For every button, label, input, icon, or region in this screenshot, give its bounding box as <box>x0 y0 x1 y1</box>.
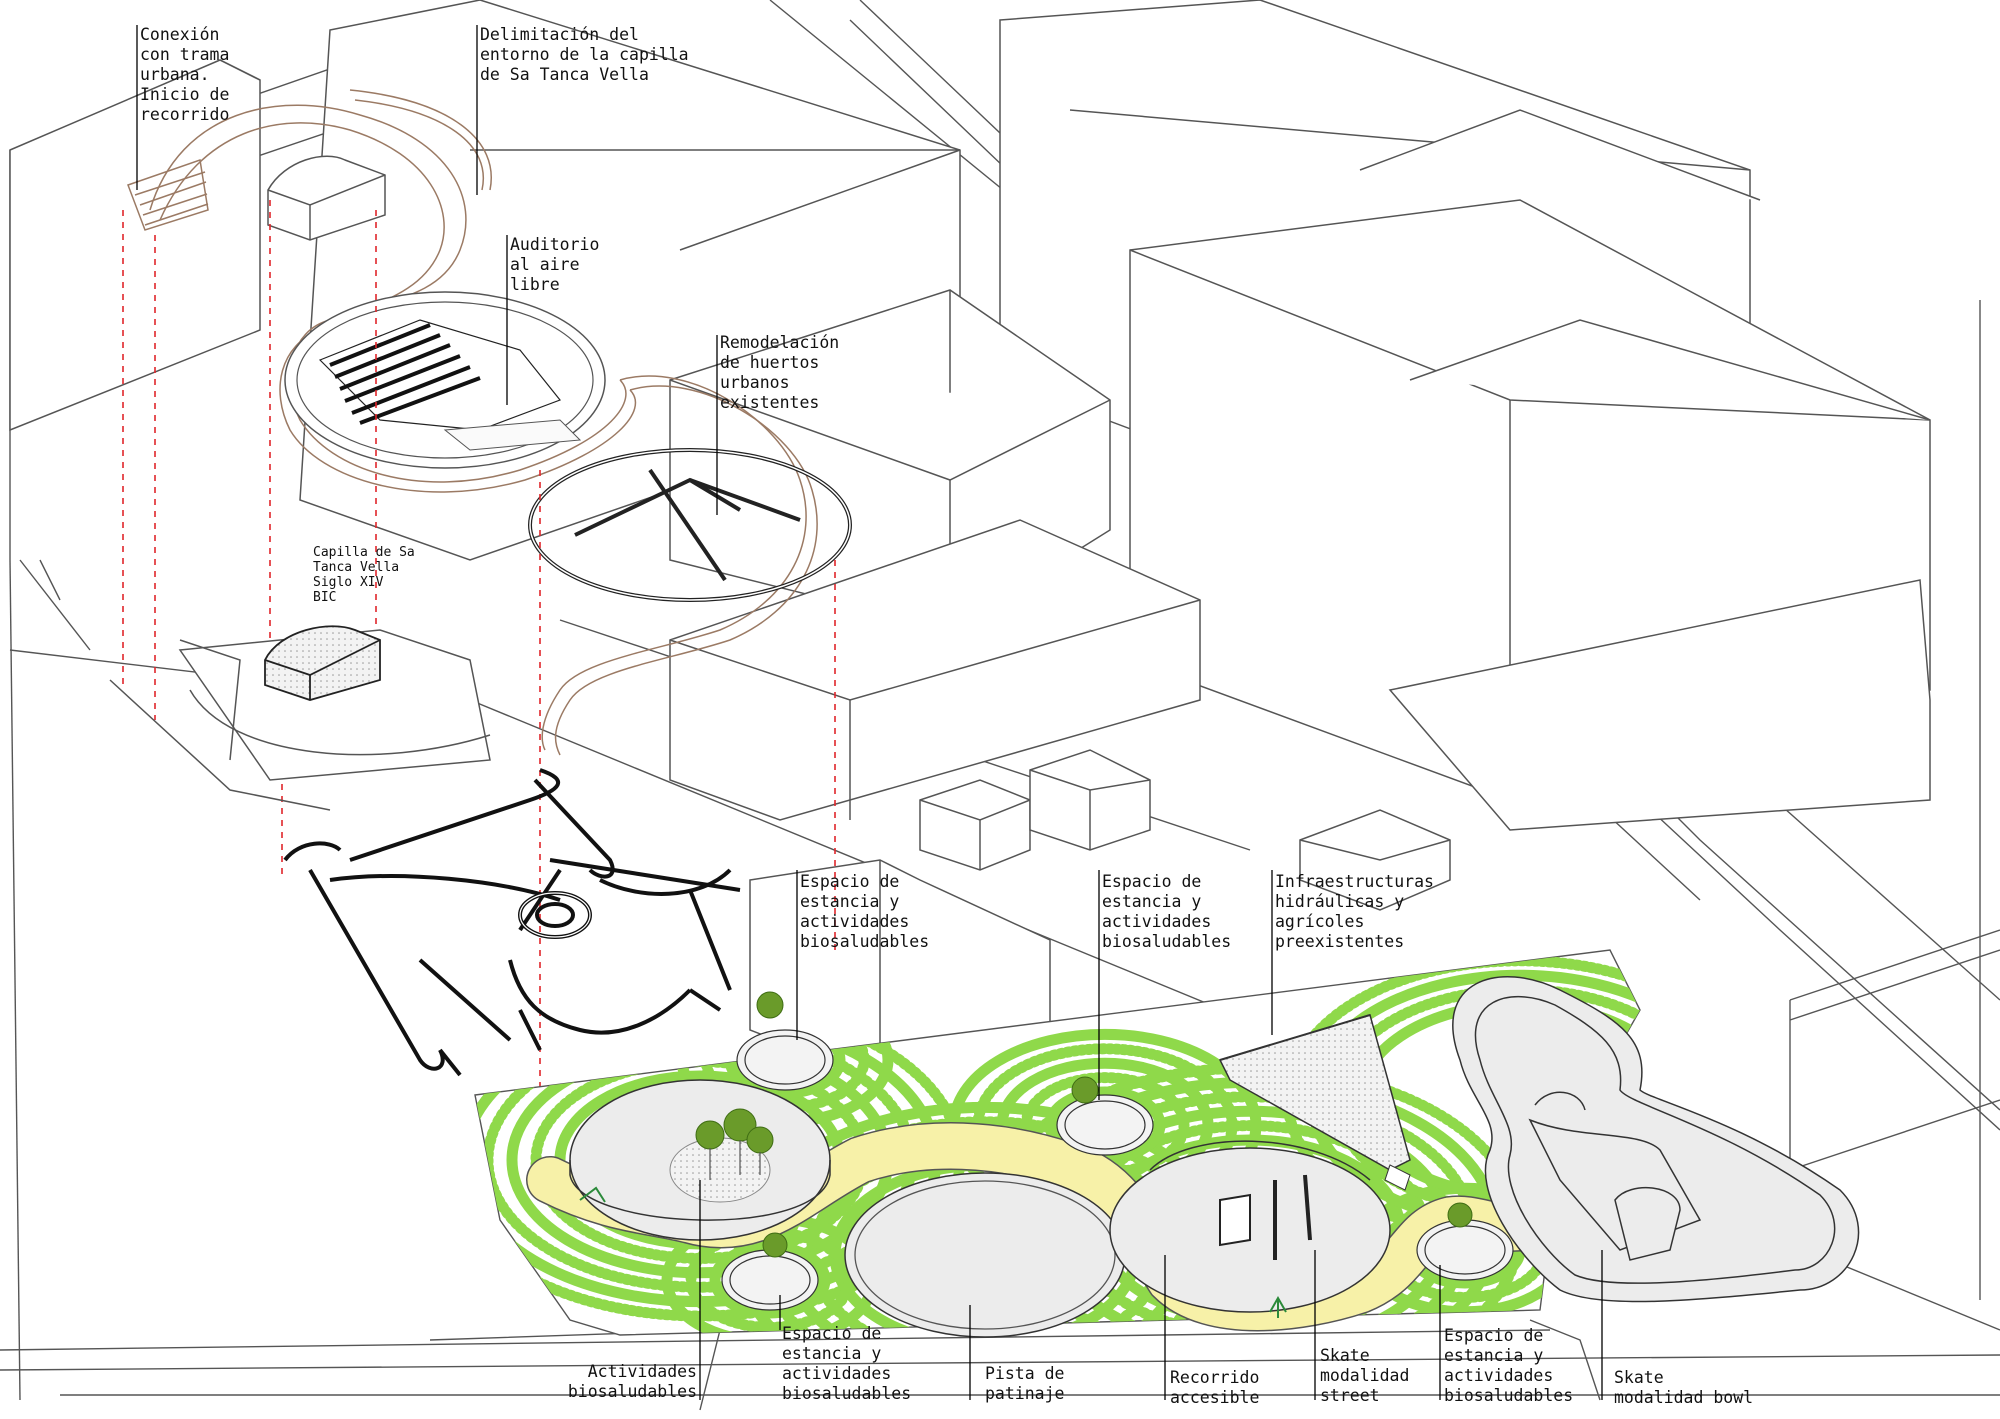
estancia-rings <box>721 1029 1514 1311</box>
label-espacio-4: Espacio de estancia y actividades biosal… <box>1444 1326 1574 1405</box>
label-pista: Pista de patinaje <box>985 1364 1065 1403</box>
label-espacio-3: Espacio de estancia y actividades biosal… <box>782 1324 912 1403</box>
trees <box>695 991 1473 1258</box>
label-skate-street: Skate modalidad street <box>1320 1346 1410 1405</box>
chapel-ground <box>109 629 491 811</box>
huertos-flower-plan <box>283 768 741 1077</box>
label-espacio-1: Espacio de estancia y actividades biosal… <box>800 872 930 951</box>
label-actividades: Actividades biosaludables <box>567 1362 697 1401</box>
chapel-elevated <box>267 155 386 241</box>
label-auditorio: Auditorio al aire libre <box>510 235 600 294</box>
label-conexion: Conexión con trama urbana. Inicio de rec… <box>140 25 230 124</box>
entry-stairs <box>127 158 209 231</box>
label-infraestructuras: Infraestructuras hidráulicas y agrícoles… <box>1275 872 1434 951</box>
label-remodelacion: Remodelación de huertos urbanos existent… <box>720 333 840 412</box>
label-espacio-2: Espacio de estancia y actividades biosal… <box>1102 872 1232 951</box>
chapel-building <box>264 625 381 701</box>
auditorium-oval <box>284 291 606 469</box>
label-capilla: Capilla de Sa Tanca Vella Siglo XIV BIC <box>313 545 415 605</box>
skate-bowl <box>1452 976 1860 1303</box>
label-delimitacion: Delimitación del entorno de la capilla d… <box>480 25 689 84</box>
infraestructura-hidraulica <box>1218 1014 1411 1191</box>
elevated-ribbon-path <box>149 89 818 756</box>
label-recorrido: Recorrido accesible <box>1170 1368 1260 1407</box>
label-skate-bowl: Skate modalidad bowl <box>1614 1368 1754 1407</box>
buildings <box>9 0 1931 1081</box>
callout-lines <box>136 25 1603 1400</box>
plaza-skate-street <box>1109 1140 1391 1313</box>
plaza-pista-patinaje <box>844 1172 1126 1338</box>
path-arrows <box>579 1186 1287 1318</box>
